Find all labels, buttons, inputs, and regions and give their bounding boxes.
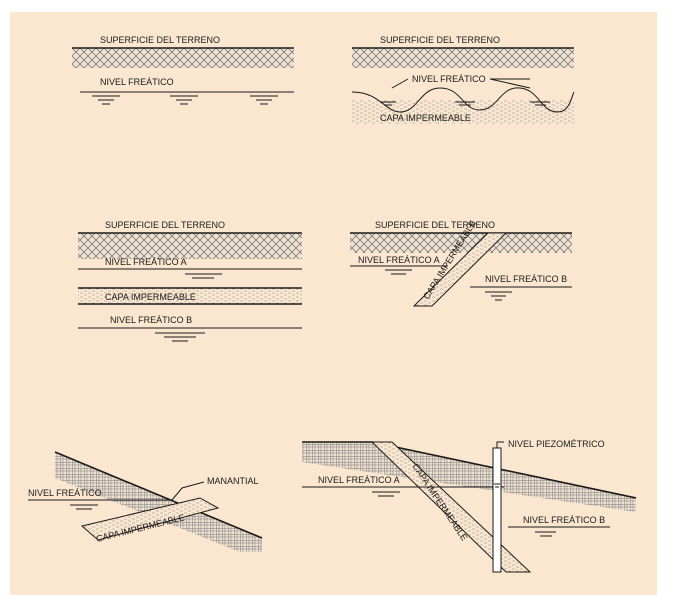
spring-label: MANANTIAL: [207, 476, 259, 486]
water-table-b-label: NIVEL FREÁTICO B: [110, 315, 192, 325]
diagram-2: SUPERFICIE DEL TERRENO NIVEL FREÁTICO CA…: [351, 35, 575, 124]
impermeable-layer: [78, 288, 302, 304]
soil-layer: [55, 452, 262, 552]
diagram-3: SUPERFICIE DEL TERRENO NIVEL FREÁTICO A …: [78, 220, 302, 342]
piezometric-label: NIVEL PIEZOMÉTRICO: [508, 439, 605, 449]
piezometer-well: [492, 447, 502, 573]
soil-layer: [302, 442, 636, 512]
surface-label: SUPERFICIE DEL TERRENO: [380, 35, 500, 45]
diagram-1: SUPERFICIE DEL TERRENO NIVEL FREÁTICO: [72, 35, 294, 105]
water-table-symbols: [92, 95, 278, 105]
water-table-label: NIVEL FREÁTICO: [100, 77, 174, 87]
surface-label: SUPERFICIE DEL TERRENO: [105, 220, 225, 230]
water-table-label: NIVEL FREÁTICO: [412, 74, 486, 84]
impermeable-layer: [352, 100, 574, 124]
surface-label: SUPERFICIE DEL TERRENO: [100, 35, 220, 45]
soil-layer: [352, 48, 574, 68]
water-table-symbols: [380, 101, 550, 106]
soil-layer: [350, 233, 572, 253]
wavy-water-table: [351, 87, 575, 113]
diagram-4: SUPERFICIE DEL TERRENO CAPA IMPERMEABLE …: [350, 219, 572, 307]
soil-layer: [72, 48, 294, 68]
surface-label: SUPERFICIE DEL TERRENO: [375, 220, 495, 230]
diagram-6: CAPA IMPERMEABLE NIVEL FREÁTICO A NIVEL …: [302, 439, 637, 573]
water-table-b-label: NIVEL FREÁTICO B: [485, 274, 567, 284]
impermeable-layer: [80, 497, 220, 541]
water-table-a-label: NIVEL FREÁTICO A: [318, 475, 400, 485]
diagram-5: CAPA IMPERMEABLE NIVEL FREÁTICO MANANTIA…: [28, 451, 263, 552]
soil-layer: [78, 233, 302, 259]
water-table-a-label: NIVEL FREÁTICO A: [105, 257, 187, 267]
water-table-b-label: NIVEL FREÁTICO B: [523, 515, 605, 525]
impermeable-dike: [412, 232, 508, 307]
impermeable-layer: [370, 441, 532, 573]
water-table-a-label: NIVEL FREÁTICO A: [358, 255, 440, 265]
impermeable-label: CAPA IMPERMEABLE: [380, 113, 471, 123]
water-table-label: NIVEL FREÁTICO: [28, 488, 102, 498]
impermeable-label: CAPA IMPERMEABLE: [105, 292, 196, 302]
